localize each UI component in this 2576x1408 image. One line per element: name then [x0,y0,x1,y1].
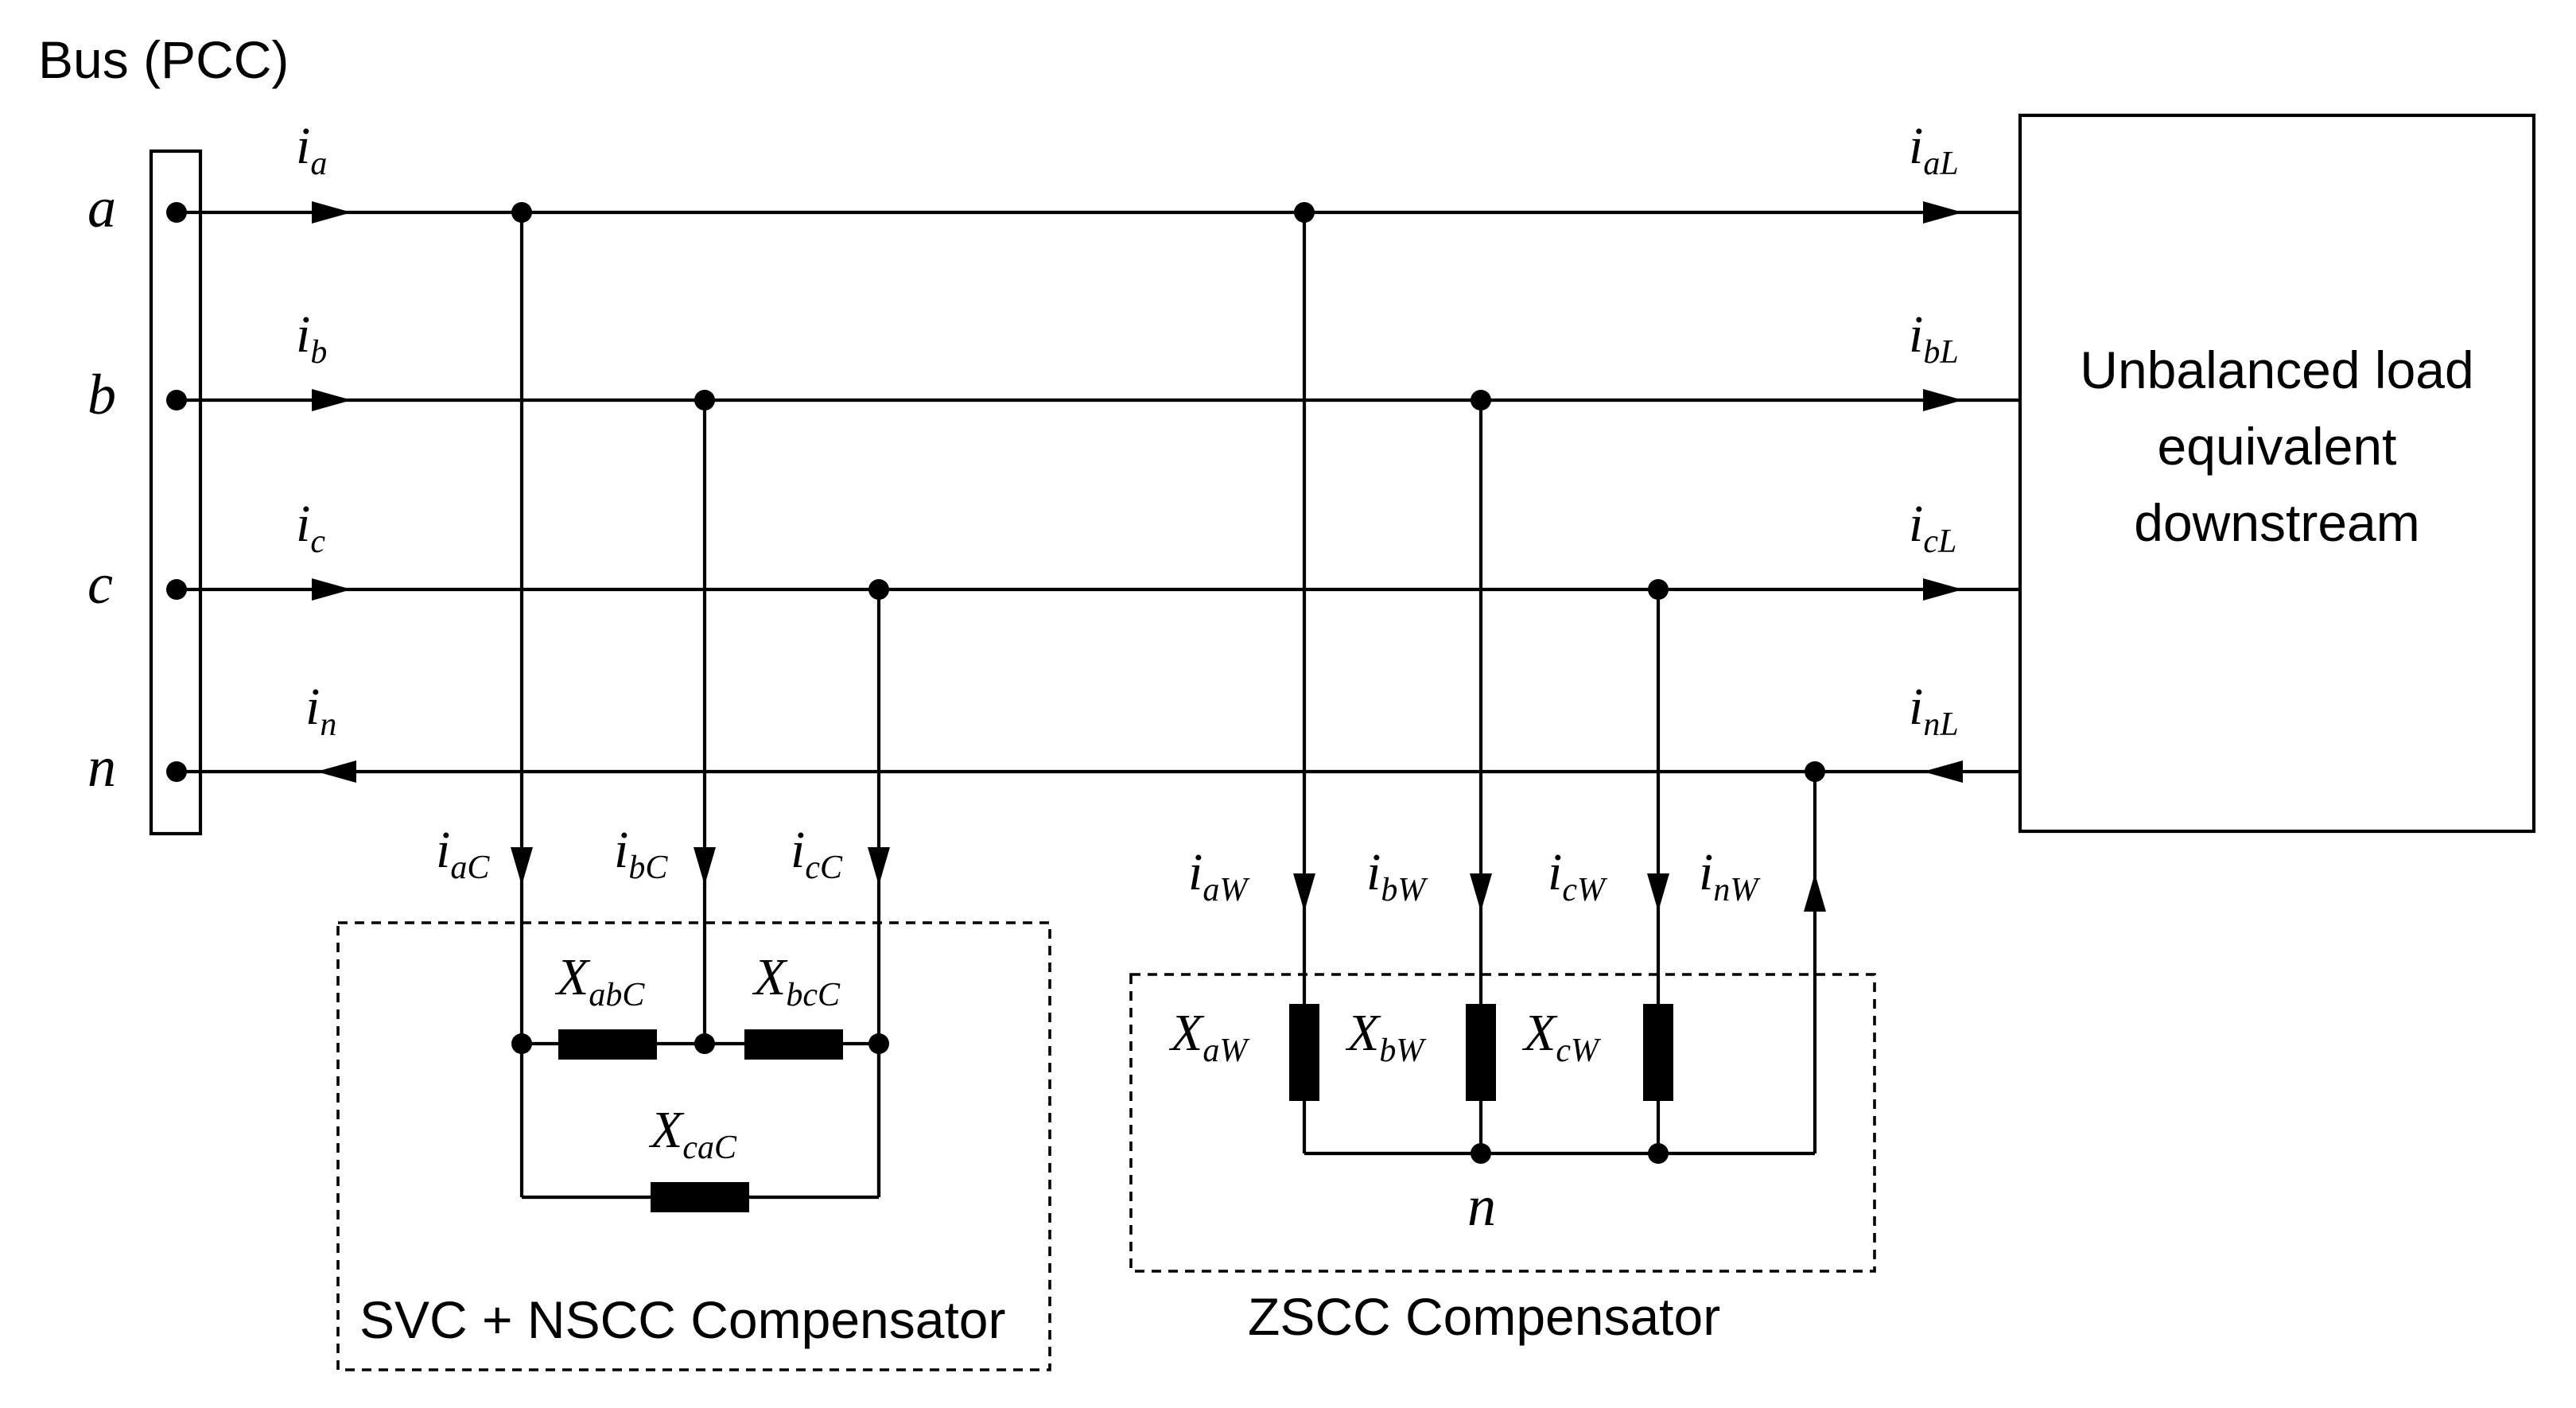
svc-compensator-box [336,921,1051,1371]
arrow-ib [312,389,352,411]
svc-junction-b [694,390,715,410]
svc-compensator-title: SVC + NSCC Compensator [359,1290,1005,1349]
label-ia: ia [296,117,327,182]
zscc-junction-b [1471,390,1491,410]
arrow-inl [1923,760,1963,783]
svc-node-c [868,1033,889,1054]
zscc-compensator-box [1129,973,1876,1273]
phase-label-n: n [87,735,116,799]
label-icw: icW [1548,843,1608,908]
zscc-junction-a [1294,202,1315,223]
bus-terminal-a [166,202,187,223]
reactor-xcw [1643,1004,1673,1101]
arrow-ibc [694,847,716,885]
arrow-icc [868,847,890,885]
arrow-icw [1647,873,1669,912]
label-icl: icL [1909,495,1956,560]
load-box-line-3: downstream [2134,493,2420,552]
label-ibw: ibW [1366,843,1428,908]
arrow-in [317,760,356,783]
arrow-ibw [1470,873,1492,912]
phase-label-b: b [87,363,116,426]
label-icc: icC [791,821,843,886]
label-ibc: ibC [614,821,668,886]
svc-node-b [694,1033,715,1054]
arrow-iaw [1293,873,1315,912]
arrow-ic [312,578,352,601]
phase-label-c: c [87,552,113,616]
bus-title: Bus (PCC) [38,30,289,89]
svc-junction-a [511,202,532,223]
zscc-neutral-label: n [1467,1174,1496,1238]
reactor-xaw [1289,1004,1319,1101]
label-iac: iaC [436,821,490,886]
zscc-neutral-node-b [1471,1143,1491,1164]
zscc-compensator-title: ZSCC Compensator [1248,1287,1720,1346]
bus-terminal-b [166,390,187,410]
bus-terminal-n [166,761,187,782]
arrow-ia [312,201,352,224]
zscc-neutral-node-c [1648,1143,1669,1164]
phase-label-a: a [87,176,116,239]
arrow-inw [1804,873,1826,912]
label-xaw: XaW [1168,1004,1250,1069]
label-xcw: XcW [1521,1004,1602,1069]
zscc-junction-n [1805,761,1825,782]
load-box [2018,113,2536,834]
label-inw: inW [1699,843,1761,908]
arrow-icl [1923,578,1963,601]
svc-node-a [511,1033,532,1054]
label-xcac: XcaC [648,1101,737,1166]
label-ial: iaL [1909,117,1959,182]
label-xbw: XbW [1345,1004,1427,1069]
zscc-junction-c [1648,579,1669,600]
bus-terminal-c [166,579,187,600]
label-xbcc: XbcC [752,948,841,1013]
label-iaw: iaW [1188,843,1250,908]
reactor-xbcc [744,1029,843,1060]
svc-junction-c [868,579,889,600]
reactor-xbw [1466,1004,1496,1101]
load-box-line-2: equivalent [2158,417,2397,476]
label-inl: inL [1909,678,1959,743]
label-ib: ib [296,305,327,371]
label-xabc: XabC [554,948,645,1013]
arrow-iac [511,847,533,885]
label-in: in [305,678,336,743]
label-ibl: ibL [1909,305,1959,371]
bus-bar [149,149,203,836]
label-ic: ic [296,495,325,560]
reactor-xcac [651,1182,749,1212]
arrow-ibl [1923,389,1963,411]
reactor-xabc [558,1029,657,1060]
load-box-line-1: Unbalanced load [2080,340,2473,399]
arrow-ial [1923,201,1963,224]
